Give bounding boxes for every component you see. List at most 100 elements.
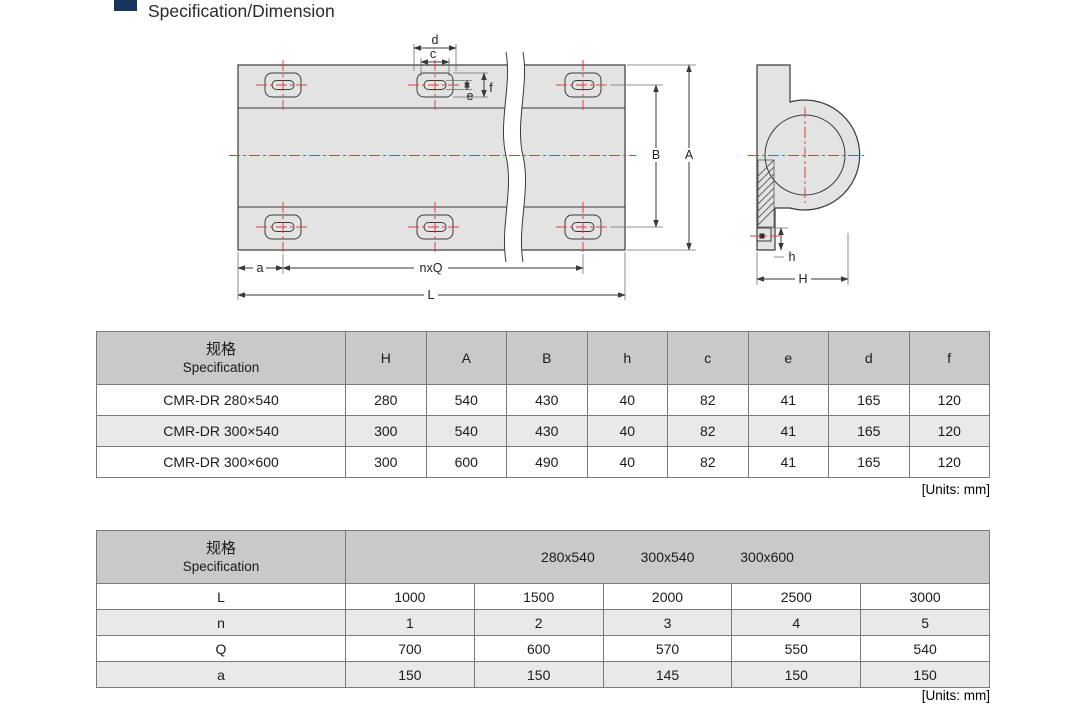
table-cell: 5: [860, 609, 990, 636]
model-cell: CMR-DR 300×540: [96, 415, 346, 447]
column-header-e: e: [747, 331, 829, 385]
table-cell: 600: [425, 446, 507, 478]
spec-label-en: Specification: [182, 559, 260, 574]
row-label: Q: [96, 635, 346, 662]
table-row: n 1 2 3 4 5: [96, 609, 990, 636]
dim-label-L: L: [428, 288, 435, 302]
size-option: 280x540: [541, 549, 595, 565]
dim-label-B: B: [652, 148, 660, 162]
table-cell: 1000: [345, 583, 475, 610]
spec-column-header: 规格 Specification: [96, 530, 346, 584]
table-cell: 145: [602, 661, 733, 688]
table-cell: 82: [667, 446, 749, 478]
column-header-c: c: [667, 331, 749, 385]
column-header-d: d: [828, 331, 910, 385]
table-row: CMR-DR 280×540 280 540 430 40 82 41 165 …: [96, 384, 990, 416]
side-view: h H: [748, 64, 864, 286]
dim-label-H: H: [798, 272, 807, 286]
table-row: CMR-DR 300×540 300 540 430 40 82 41 165 …: [96, 415, 990, 447]
table-row: Q 700 600 570 550 540: [96, 635, 990, 662]
row-label: n: [96, 609, 346, 636]
hatch-section: [757, 159, 775, 228]
dim-label-h: h: [789, 250, 796, 264]
column-header-B: B: [506, 331, 588, 385]
break-gap: [503, 52, 526, 262]
dim-label-e: e: [467, 89, 474, 103]
table-cell: 165: [828, 446, 910, 478]
model-cell: CMR-DR 300×600: [96, 446, 346, 478]
table-cell: 41: [747, 446, 829, 478]
table-cell: 540: [860, 635, 990, 662]
table-cell: 300: [345, 446, 427, 478]
table-cell: 82: [667, 415, 749, 447]
table-cell: 41: [747, 384, 829, 416]
table-cell: 600: [473, 635, 604, 662]
spec-label-en: Specification: [182, 360, 260, 375]
spec-column-header: 规格 Specification: [96, 331, 346, 385]
table-cell: 165: [828, 415, 910, 447]
table-cell: 4: [731, 609, 862, 636]
units-note: [Units: mm]: [921, 482, 990, 497]
table-cell: 150: [731, 661, 862, 688]
row-label: a: [96, 661, 346, 688]
size-option: 300x540: [640, 549, 695, 565]
table-cell: 430: [506, 415, 588, 447]
table-cell: 540: [425, 384, 507, 416]
table-cell: 280: [345, 384, 427, 416]
table-row: CMR-DR 300×600 300 600 490 40 82 41 165 …: [96, 446, 990, 478]
size-option: 300x600: [740, 549, 794, 565]
section-badge: [114, 0, 137, 11]
column-header-f: f: [908, 331, 990, 385]
front-view: d c e f B A: [229, 33, 697, 302]
spec-label-cn: 规格: [205, 341, 236, 358]
spec-table-2: 规格 Specification 280x540 300x540 300x600…: [96, 530, 990, 688]
table-row: L 1000 1500 2000 2500 3000: [96, 583, 990, 610]
units-note: [Units: mm]: [921, 688, 990, 703]
table2-header-row: 规格 Specification 280x540 300x540 300x600: [96, 530, 990, 584]
table-cell: 1500: [473, 583, 604, 610]
table-cell: 700: [345, 635, 475, 662]
table-cell: 150: [345, 661, 475, 688]
anchor-detail: [756, 227, 772, 242]
table-cell: 120: [908, 384, 990, 416]
table-cell: 2500: [731, 583, 862, 610]
column-header-A: A: [425, 331, 507, 385]
table-cell: 1: [345, 609, 475, 636]
dim-label-A: A: [685, 148, 694, 162]
column-header-h: h: [586, 331, 668, 385]
table-cell: 540: [425, 415, 507, 447]
dim-label-f: f: [489, 81, 493, 95]
dim-label-nxQ: nxQ: [420, 261, 443, 275]
centerlines: [229, 60, 636, 252]
table-cell: 40: [586, 384, 668, 416]
table-cell: 3: [602, 609, 733, 636]
dim-label-a: a: [257, 261, 264, 275]
model-cell: CMR-DR 280×540: [96, 384, 346, 416]
table-cell: 82: [667, 384, 749, 416]
dim-label-c: c: [430, 47, 436, 61]
table-cell: 150: [473, 661, 604, 688]
table-cell: 150: [860, 661, 990, 688]
table-cell: 40: [586, 446, 668, 478]
dim-label-d: d: [432, 33, 439, 47]
table-cell: 41: [747, 415, 829, 447]
table-cell: 430: [506, 384, 588, 416]
table-cell: 2000: [602, 583, 733, 610]
table-cell: 3000: [860, 583, 990, 610]
table1-header-row: 规格 Specification H A B h c e d f: [96, 331, 990, 385]
table-cell: 490: [506, 446, 588, 478]
spec-label-cn: 规格: [205, 540, 236, 557]
table-cell: 550: [731, 635, 862, 662]
table-row: a 150 150 145 150 150: [96, 661, 990, 688]
table-cell: 165: [828, 384, 910, 416]
row-label: L: [96, 583, 346, 610]
table-cell: 2: [473, 609, 604, 636]
table-cell: 120: [908, 415, 990, 447]
table-cell: 300: [345, 415, 427, 447]
column-header-H: H: [345, 331, 427, 385]
page-title: Specification/Dimension: [148, 1, 335, 21]
technical-drawing: d c e f B A: [229, 33, 864, 302]
table-cell: 570: [602, 635, 733, 662]
spec-table-1: 规格 Specification H A B h c e d f CMR-DR …: [96, 331, 990, 478]
